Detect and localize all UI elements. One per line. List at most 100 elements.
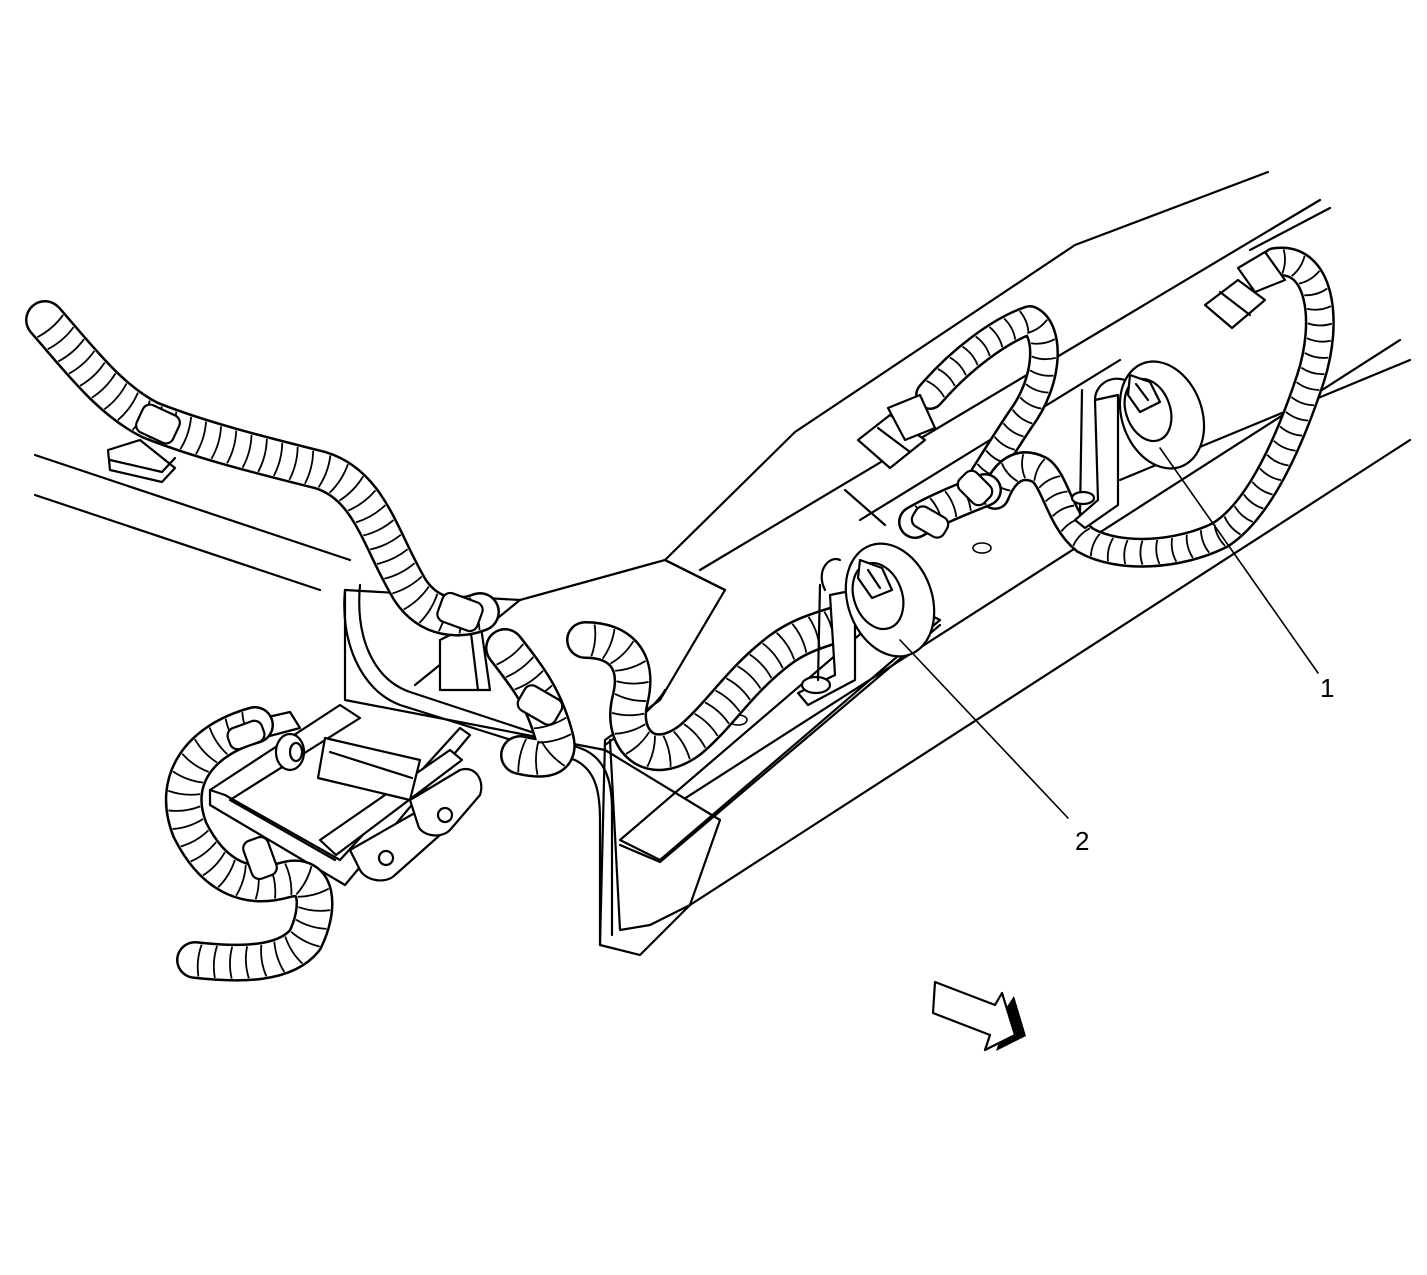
harness-rib [926,380,945,398]
harness-rib [1307,322,1333,327]
callout-2-label: 2 [1075,826,1089,856]
harness-rib [1304,287,1328,297]
harness-rib [403,586,430,611]
harness-rib [975,335,991,357]
harness-rib [298,906,331,912]
harness-rib [949,356,967,376]
harness-rib [210,426,222,460]
harness-connector-sleeve [436,591,484,633]
harness-rib [646,735,656,768]
callout-leaders [899,447,1319,819]
harness-rib [993,436,1016,451]
harness-rib [179,416,193,450]
harness-rib [1038,475,1061,489]
harness-rib [363,519,395,537]
harness-rib [1033,458,1046,481]
harness-rib [1045,490,1068,503]
harness-lower-left-loop-fill [167,708,331,980]
harness-rib [384,562,416,580]
harness-rib [241,434,253,469]
harness-rib [284,863,293,895]
harness-rib [1298,270,1321,285]
harness-rib [47,326,75,351]
harness-connector-sleeve [956,469,994,507]
harness-rib [1019,396,1042,410]
front-harness-mount [796,542,936,707]
harness-rib [273,941,286,973]
harness-rib [1290,396,1314,407]
harness-rib [347,489,377,512]
harness-rib [662,735,672,767]
harness-rib [1259,467,1282,482]
harness-rib [79,361,106,387]
harness-rib [290,931,320,948]
harness-rib [1021,454,1026,479]
harness-rib [1089,533,1101,557]
harness-rib [715,689,741,713]
harness-rib [91,372,117,399]
harness-rib [517,738,527,773]
harness-rib [1243,493,1264,510]
frame-rails [33,170,1412,907]
harness-rib [601,628,616,660]
harness-rib [1051,504,1075,517]
harness-rib [749,653,773,679]
harness-rib [1300,366,1325,376]
harness-rib [1002,422,1024,438]
harness-rib [614,693,647,702]
harness-upper-center-fill [917,307,1057,503]
harness-rib [704,701,730,725]
harness-rib [194,738,218,764]
harness-connector-sleeve [226,719,266,751]
harness-rib [180,829,209,848]
harness-rib [418,593,439,624]
harness-rib [172,770,204,784]
harness-rib [376,548,409,565]
harness-rib [212,945,218,979]
harness-rib [244,946,250,979]
harness-rib [328,463,349,494]
callout-1-label: 1 [1320,673,1334,703]
main-harness [25,246,1335,982]
harness-rib [496,643,525,666]
frame-clip [106,438,177,484]
harness-rib [614,723,646,735]
harness-rib [1019,310,1030,334]
harness-rib [725,677,751,701]
harness-rib [392,575,423,595]
harness-rib [1266,454,1289,467]
harness-rib [514,670,544,691]
harness-rib [304,450,315,485]
harness-rib [1030,338,1056,345]
harness-rib [297,887,330,898]
harness-rib [791,623,808,653]
harness-rib [988,326,1004,348]
harness-rib [168,805,201,812]
harness-rib [272,442,284,477]
harness-rib [167,789,201,796]
harness-rib [1281,249,1286,274]
harness-rib [1026,319,1048,334]
harness-rib [36,314,64,338]
harness-rib [961,345,979,366]
harness-rib [217,859,236,888]
connector-upper-left [856,393,937,470]
harness-rib [937,368,956,387]
harness-rib [284,936,303,965]
harness-rib [208,727,228,755]
harness-rib [1233,505,1254,523]
harness-rib [611,711,645,717]
harness-rib [1291,255,1306,277]
harness-rib [1251,481,1273,496]
harness-rib [195,421,207,455]
harness-rib [1306,337,1332,343]
harness-rib [616,680,649,685]
harness-rib [1273,440,1296,452]
harness-center-drop-fill [487,630,574,776]
harness-connector-sleeve [135,403,181,445]
harness-rib [1279,425,1303,437]
harness-rib [610,640,635,665]
harness-connector-sleeve [910,505,950,539]
connector-upper-right [1203,250,1287,330]
